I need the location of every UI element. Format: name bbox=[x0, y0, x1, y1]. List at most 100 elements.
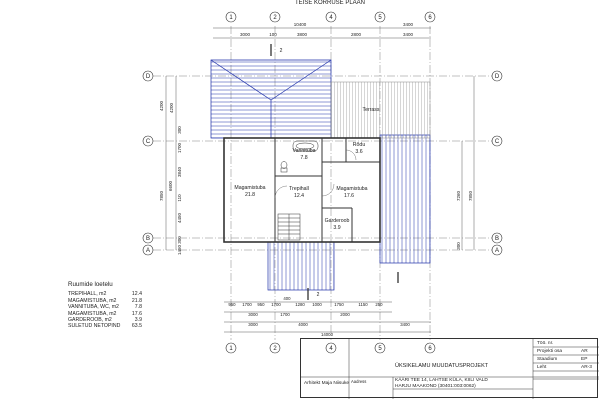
dim-bottom-r1-3: 950 bbox=[257, 302, 265, 307]
sheet-label: Leht bbox=[537, 365, 547, 370]
stage-label: Staadium bbox=[537, 357, 558, 362]
axis-label-col-5-bottom: 5 bbox=[378, 346, 382, 352]
axis-label-row-b: B bbox=[146, 236, 150, 242]
dim-right-3: 7850 bbox=[468, 190, 473, 201]
axis-label-row-a: A bbox=[146, 248, 150, 254]
axis-label-row-b-right: B bbox=[495, 236, 499, 242]
sheet-title: TEISE KORRUSE PLAAN bbox=[295, 0, 365, 6]
dim-top-seg-4: 2800 bbox=[351, 32, 362, 37]
axis-label-col-6: 6 bbox=[428, 15, 432, 21]
axis-label-row-a-right: A bbox=[495, 248, 499, 254]
axis-bubbles-top bbox=[142, 11, 503, 354]
dim-bottom-r1-6: 1280 bbox=[295, 302, 305, 307]
room-area-magamistuba-1: 21.8 bbox=[245, 192, 255, 198]
axis-label-col-1-bottom: 1 bbox=[229, 346, 233, 352]
title-block-grid bbox=[301, 339, 599, 399]
dim-left-5: 110 bbox=[177, 194, 182, 202]
dim-left-outer-3: 7850 bbox=[159, 190, 164, 201]
walls bbox=[223, 137, 381, 243]
dimension-lines-right bbox=[461, 76, 475, 250]
dim-top-overall-2: 3400 bbox=[403, 22, 414, 27]
axis-label-col-5: 5 bbox=[378, 15, 382, 21]
axis-label-col-4: 4 bbox=[329, 15, 333, 21]
dim-left-2: 300 bbox=[177, 126, 182, 134]
stage-value: EP bbox=[581, 357, 588, 362]
axis-label-col-2: 2 bbox=[273, 15, 277, 21]
dim-top-seg-1: 3000 bbox=[240, 32, 251, 37]
axis-label-row-d-right: D bbox=[495, 74, 500, 80]
axis-label-col-4-bottom: 4 bbox=[329, 346, 333, 352]
room-name-trepihall: Trepihall bbox=[289, 186, 309, 192]
room-name-magamistuba-1: Magamistuba bbox=[234, 185, 265, 191]
dim-bottom-r1-8: 1750 bbox=[334, 302, 344, 307]
axis-label-col-6-bottom: 6 bbox=[428, 346, 432, 352]
dim-right-2: 300 bbox=[456, 242, 461, 250]
dim-bottom-r1-2: 1700 bbox=[242, 302, 252, 307]
room-area-vannituba: 7.8 bbox=[300, 155, 307, 161]
dim-bottom-r1-5: 400 bbox=[283, 296, 291, 301]
project-title: ÜKSIKELAMU MUUDATUSPROJEKT bbox=[395, 363, 489, 369]
room-area-garderoob: 3.9 bbox=[333, 225, 340, 231]
dim-top-seg-3: 3800 bbox=[297, 32, 308, 37]
dim-bottom-overall: 14000 bbox=[321, 332, 334, 337]
address-line-1: KÄÄRI TEE 14, LAHTSE KÜLA, KIILI VALD bbox=[395, 378, 488, 383]
dim-bottom-r1-7: 1000 bbox=[312, 302, 322, 307]
roof-upper bbox=[210, 59, 332, 139]
axis-label-row-c-right: C bbox=[495, 139, 500, 145]
room-area-magamistuba-2: 17.6 bbox=[344, 193, 354, 199]
address-line-2: HARJU MAAKOND (30401:003:0062) bbox=[395, 384, 476, 389]
title-block: ÜKSIKELAMU MUUDATUSPROJEKT Töö. nr. Proj… bbox=[300, 338, 599, 399]
address-label: Aadress bbox=[351, 379, 367, 384]
dim-bottom-r3-3: 3400 bbox=[400, 322, 410, 327]
room-list-title: Ruumide loetelu bbox=[68, 281, 113, 288]
work-number-label: Töö. nr. bbox=[537, 341, 554, 346]
dim-left-outer-2: 6600 bbox=[168, 180, 173, 191]
architect-name: Arhitekt Maja Niisuke bbox=[304, 381, 350, 386]
dim-right-1: 7260 bbox=[456, 190, 461, 201]
room-name-garderoob: Garderoob bbox=[325, 218, 350, 224]
terrace bbox=[330, 81, 431, 139]
dim-bottom-r2-2: 1700 bbox=[280, 312, 290, 317]
dim-top-seg-2: 100 bbox=[269, 32, 277, 37]
dim-left-8: 1450 bbox=[177, 244, 182, 255]
room-name-vannituba: Vannituba bbox=[293, 148, 316, 154]
axis-label-col-1: 1 bbox=[229, 15, 233, 21]
dim-left-1: 4200 bbox=[169, 102, 174, 113]
dim-left-7: 300 bbox=[177, 236, 182, 244]
room-area-rodu: 3.6 bbox=[355, 149, 362, 155]
dim-left-3: 1700 bbox=[177, 142, 182, 153]
dim-bottom-r1-10: 250 bbox=[375, 302, 383, 307]
room-area-trepihall: 12.4 bbox=[294, 193, 304, 199]
interior-walls bbox=[274, 138, 380, 242]
dimension-lines-left bbox=[165, 76, 177, 250]
dim-bottom-r1-4: 1700 bbox=[271, 302, 281, 307]
roof-lower bbox=[267, 241, 335, 291]
dim-bottom-r2-3: 2000 bbox=[340, 312, 350, 317]
toilet-icon bbox=[280, 161, 288, 173]
staircase bbox=[277, 213, 301, 241]
section-marks bbox=[270, 44, 399, 300]
axis-label-col-2-bottom: 2 bbox=[273, 346, 277, 352]
axis-label-row-d: D bbox=[146, 74, 151, 80]
dim-top-seg-5: 3400 bbox=[403, 32, 414, 37]
dim-bottom-r2-1: 3000 bbox=[248, 312, 258, 317]
door-swings bbox=[274, 149, 357, 199]
roof-right-strip bbox=[379, 134, 431, 264]
dimension-lines-bottom bbox=[224, 301, 431, 333]
dim-left-4: 3840 bbox=[177, 166, 182, 177]
project-part-value: AR bbox=[581, 349, 588, 354]
project-part-label: Projekti osa bbox=[537, 349, 563, 354]
room-name-magamistuba-2: Magamistuba bbox=[336, 186, 367, 192]
room-name-rodu: Rõdu bbox=[353, 142, 366, 148]
section-mark-bottom: 2 bbox=[317, 292, 320, 298]
bathtub-icon bbox=[292, 140, 319, 152]
section-mark-top: 2 bbox=[280, 48, 283, 54]
axis-label-row-c: C bbox=[146, 139, 151, 145]
